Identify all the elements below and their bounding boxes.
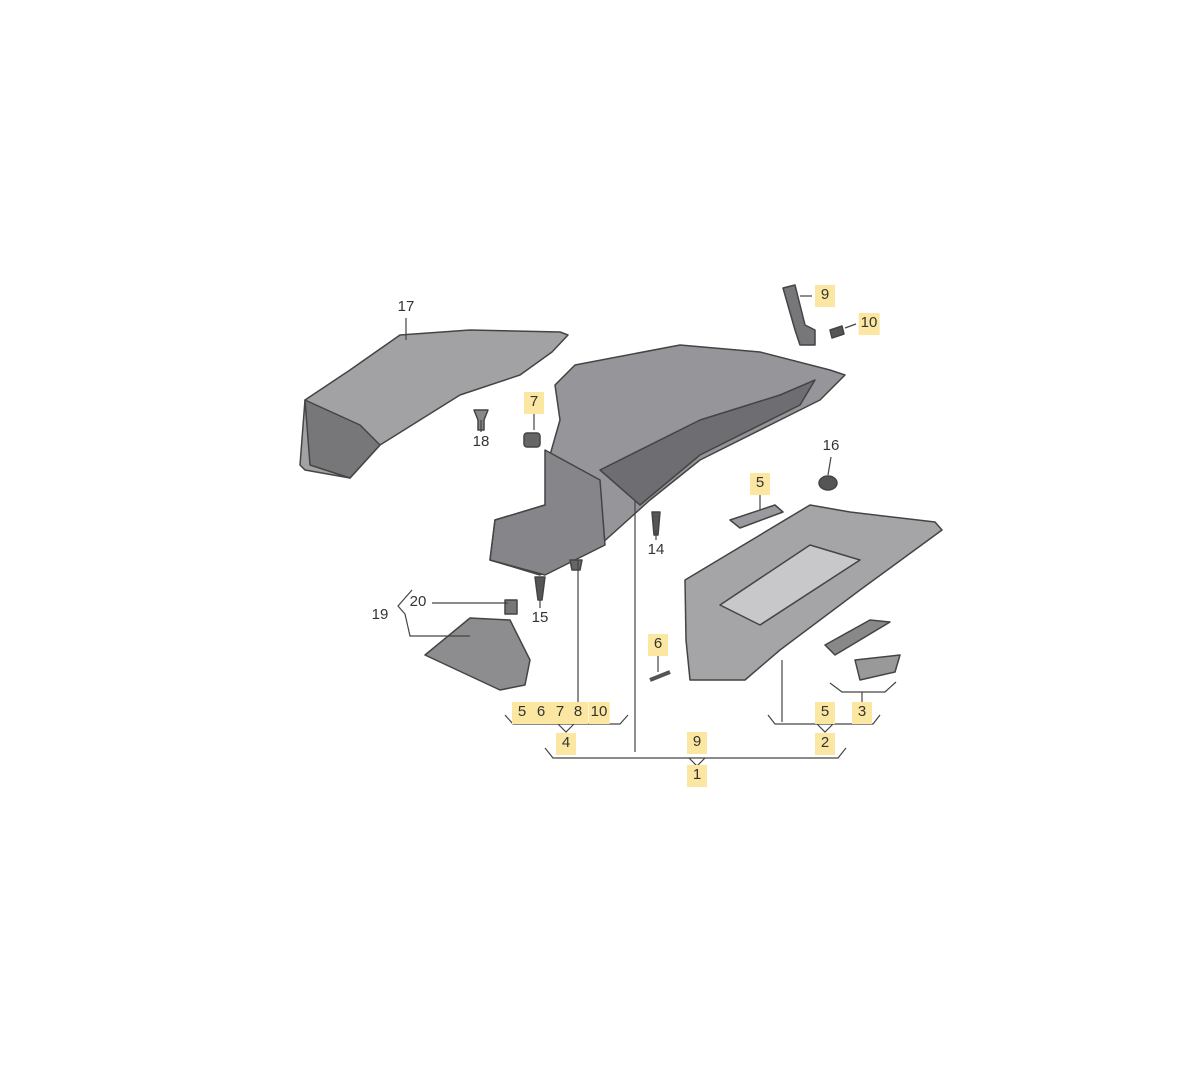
group4-item-7[interactable]: 7 (550, 702, 570, 724)
callout-7[interactable]: 7 (524, 392, 544, 414)
group4-item-6[interactable]: 6 (531, 702, 551, 724)
callout-5[interactable]: 5 (750, 473, 770, 495)
group2-item-5[interactable]: 5 (815, 702, 835, 724)
part-10-screw (829, 325, 845, 339)
part-15-screw (534, 576, 546, 601)
group-3-label[interactable]: 3 (852, 702, 872, 724)
callout-16[interactable]: 16 (822, 437, 840, 454)
group-4-label[interactable]: 4 (556, 733, 576, 755)
callout-19[interactable]: 19 (371, 606, 389, 623)
callout-10[interactable]: 10 (858, 313, 880, 335)
callout-20[interactable]: 20 (409, 593, 427, 610)
part-5-hinge (729, 504, 784, 529)
group4-item-8[interactable]: 8 (568, 702, 588, 724)
group-1-label[interactable]: 1 (687, 765, 707, 787)
part-3-handle (824, 619, 891, 656)
part-19-trim (424, 617, 531, 691)
callout-17[interactable]: 17 (397, 298, 415, 315)
part-16-cap (818, 475, 838, 491)
part-9-lock (782, 284, 816, 346)
group4-item-5[interactable]: 5 (512, 702, 532, 724)
leader-lines (397, 295, 897, 767)
callout-18[interactable]: 18 (472, 433, 490, 450)
group4-item-10[interactable]: 10 (588, 702, 610, 724)
part-20-clip (504, 599, 518, 615)
part-glovebox (684, 504, 943, 681)
callout-14[interactable]: 14 (647, 541, 665, 558)
part-14-screw (651, 511, 661, 536)
callout-9[interactable]: 9 (815, 285, 835, 307)
part-6-pin (649, 670, 671, 682)
callout-6[interactable]: 6 (648, 634, 668, 656)
group1-item-9[interactable]: 9 (687, 732, 707, 754)
callout-15[interactable]: 15 (531, 609, 549, 626)
part-7-clip (523, 432, 541, 448)
group-2-label[interactable]: 2 (815, 733, 835, 755)
part-8-clip (569, 559, 583, 571)
